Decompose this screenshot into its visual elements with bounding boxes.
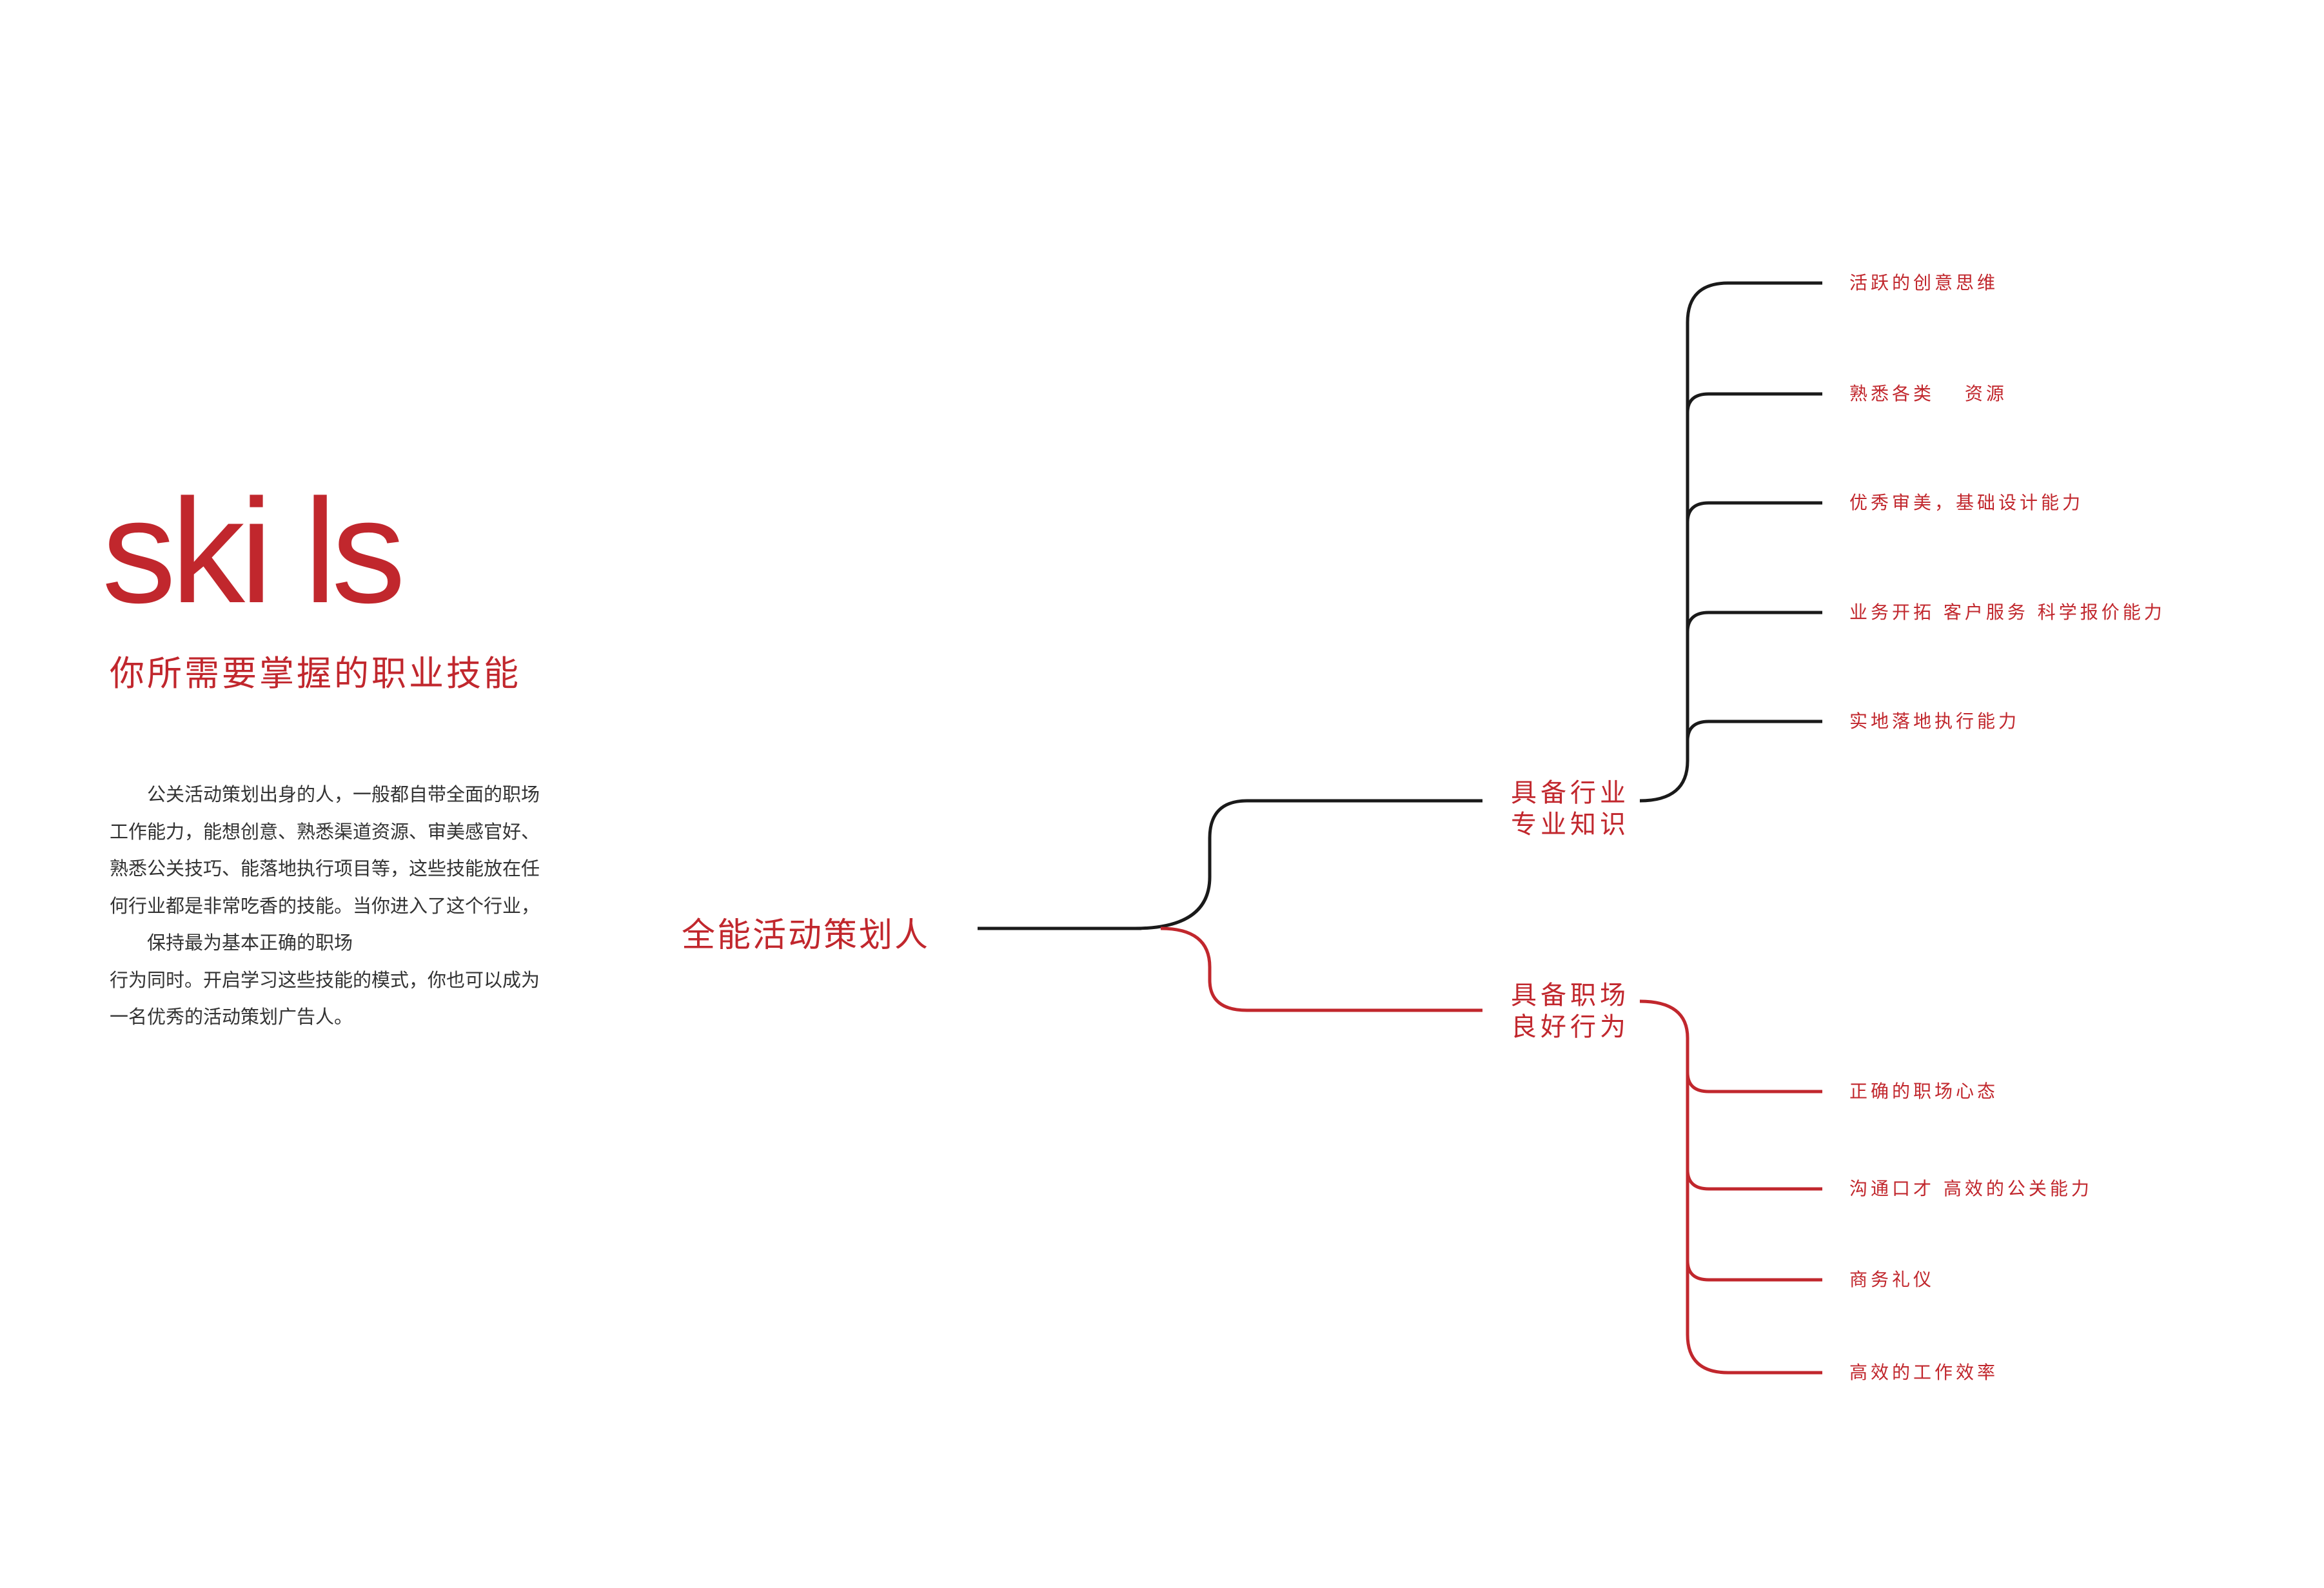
intro-paragraph: 公关活动策划出身的人，一般都自带全面的职场 工作能力，能想创意、熟悉渠道资源、审… <box>110 781 574 1041</box>
paragraph-line: 公关活动策划出身的人，一般都自带全面的职场 <box>110 783 540 805</box>
paragraph-line: 何行业都是非常吃香的技能。当你进入了这个行业， <box>110 894 540 917</box>
behavior-bracket <box>1639 999 1822 1375</box>
branch-label-line: 具备行业 <box>1511 778 1630 808</box>
leaf-item: 高效的工作效率 <box>1849 1362 1999 1383</box>
page-title: ski ls <box>102 468 406 634</box>
branch-connector-knowledge <box>1134 799 1482 930</box>
branch-knowledge: 具备行业 专业知识 <box>1511 778 1630 841</box>
leaf-item: 熟悉各类 资源 <box>1849 383 2007 404</box>
paragraph-line: 行为同时。开启学习这些技能的模式，你也可以成为 <box>110 968 540 991</box>
paragraph-line: 熟悉公关技巧、能落地执行项目等，这些技能放在任 <box>110 858 540 879</box>
branch-label-line: 具备职场 <box>1511 981 1630 1010</box>
leaf-item: 沟通口才 高效的公关能力 <box>1849 1178 2093 1199</box>
branch-label-line: 良好行为 <box>1511 1012 1630 1042</box>
leaf-item: 实地落地执行能力 <box>1849 711 2020 732</box>
leaf-item: 活跃的创意思维 <box>1849 272 1999 293</box>
leaf-item: 优秀审美，基础设计能力 <box>1849 492 2084 513</box>
branch-behavior: 具备职场 良好行为 <box>1511 980 1630 1043</box>
subtitle: 你所需要掌握的职业技能 <box>110 653 521 694</box>
mindmap-root: 全能活动策划人 <box>682 916 931 955</box>
paragraph-line: 一名优秀的活动策划广告人。 <box>110 1006 353 1028</box>
paragraph-line: 工作能力，能想创意、熟悉渠道资源、审美感官好、 <box>110 820 540 843</box>
branch-label-line: 专业知识 <box>1511 810 1630 839</box>
leaf-item: 业务开拓 客户服务 科学报价能力 <box>1849 602 2165 623</box>
leaf-item: 商务礼仪 <box>1849 1269 1935 1290</box>
paragraph-line: 保持最为基本正确的职场 <box>110 932 353 954</box>
leaf-item: 正确的职场心态 <box>1849 1081 1999 1102</box>
knowledge-bracket <box>1639 281 1822 803</box>
branch-connector-behavior <box>1160 926 1482 1012</box>
